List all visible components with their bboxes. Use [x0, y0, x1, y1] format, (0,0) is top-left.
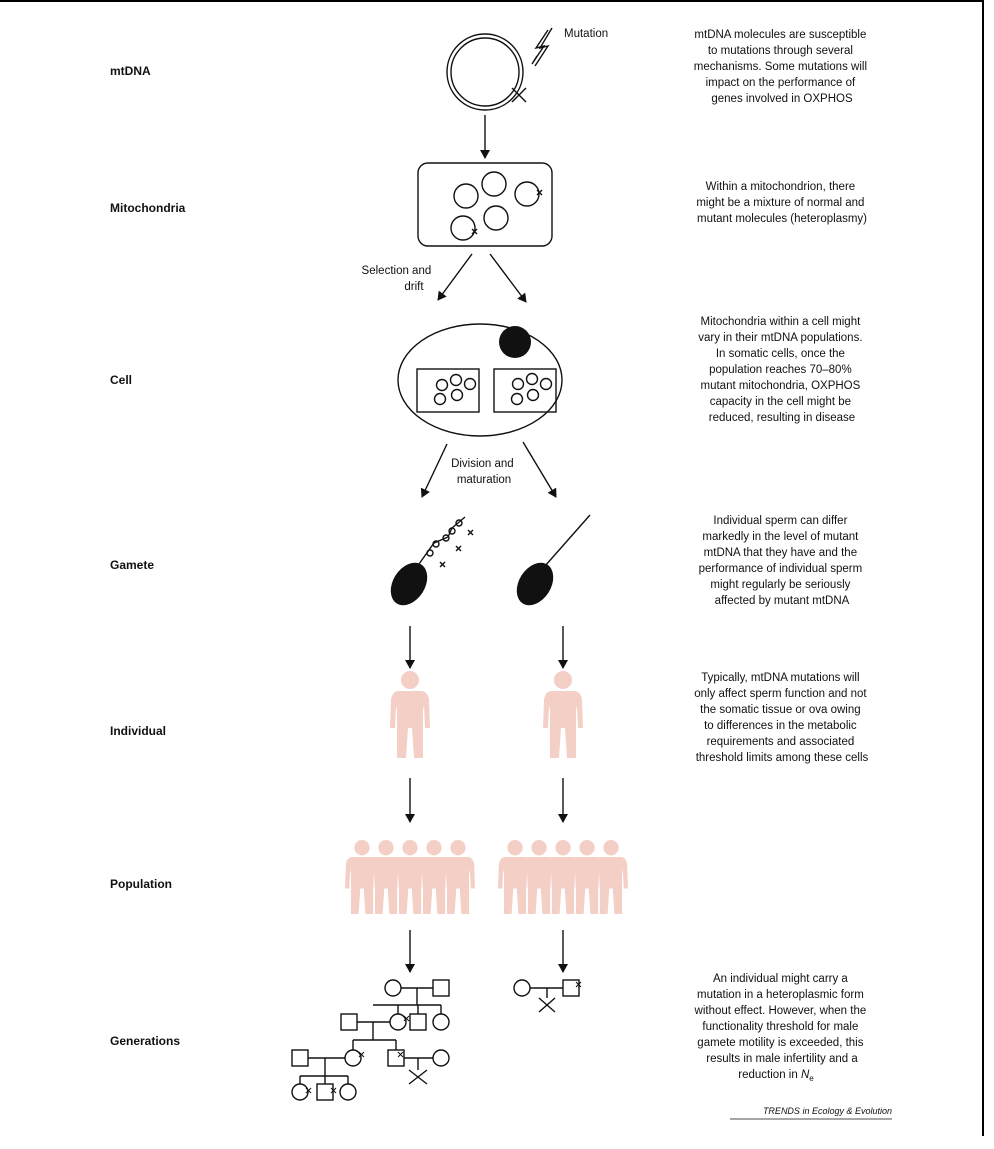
- description-generations: An individual might carry a mutation in …: [694, 973, 870, 1065]
- figure-credit: TRENDS in Ecology & Evolution: [763, 1106, 892, 1116]
- population-right: [498, 840, 628, 914]
- level-label-mitochondria: Mitochondria: [110, 201, 186, 215]
- level-label-population: Population: [110, 877, 172, 891]
- cell-mitochondrion-right: [493, 368, 557, 413]
- mitochondrion-box: [417, 162, 553, 247]
- description-cell: Mitochondria within a cell might vary in…: [698, 316, 865, 424]
- person-icon: [369, 840, 403, 914]
- pedigree-right: [513, 979, 582, 1013]
- nucleus: [499, 326, 531, 358]
- level-label-mtdna: mtDNA: [110, 64, 151, 78]
- person-icon: [345, 840, 379, 914]
- level-label-generations: Generations: [110, 1034, 180, 1048]
- arrow-selection-left: [437, 253, 473, 301]
- person-icon: [390, 671, 430, 758]
- sperm-mutant-icon: [383, 516, 474, 612]
- description-individual: Typically, mtDNA mutations will only aff…: [694, 672, 870, 764]
- cell-ellipse: [397, 323, 563, 437]
- figure-frame: [0, 0, 984, 1136]
- population-left: [345, 840, 475, 914]
- person-icon: [498, 840, 532, 914]
- arrow-division-left: [420, 443, 448, 498]
- level-label-individual: Individual: [110, 724, 166, 738]
- level-label-gamete: Gamete: [110, 558, 154, 572]
- mutation-label: Mutation: [564, 28, 608, 40]
- description-mtdna: mtDNA molecules are susceptible to mutat…: [694, 29, 870, 105]
- pedigree-left: [291, 979, 450, 1101]
- person-icon: [543, 671, 583, 758]
- division-and-maturation-label: Division and maturation: [451, 458, 517, 486]
- arrow-division-right: [522, 441, 557, 498]
- arrow-selection-right: [489, 253, 527, 303]
- person-icon: [522, 840, 556, 914]
- person-icon: [441, 840, 475, 914]
- description-generations-last-line: reduction in Ne: [738, 1069, 814, 1083]
- person-icon: [594, 840, 628, 914]
- cell-mitochondrion-left: [416, 368, 480, 413]
- description-mitochondria: Within a mitochondrion, there might be a…: [696, 181, 867, 225]
- mtdna-ring-icon: [446, 33, 527, 111]
- lightning-bolt-icon: [531, 27, 553, 67]
- individual-figures: [390, 671, 583, 758]
- sperm-normal-icon: [509, 514, 591, 612]
- description-gamete: Individual sperm can differ markedly in …: [699, 515, 866, 607]
- person-icon: [393, 840, 427, 914]
- selection-and-drift-label: Selection and drift: [362, 265, 435, 293]
- level-label-cell: Cell: [110, 373, 132, 387]
- person-icon: [546, 840, 580, 914]
- person-icon: [570, 840, 604, 914]
- person-icon: [417, 840, 451, 914]
